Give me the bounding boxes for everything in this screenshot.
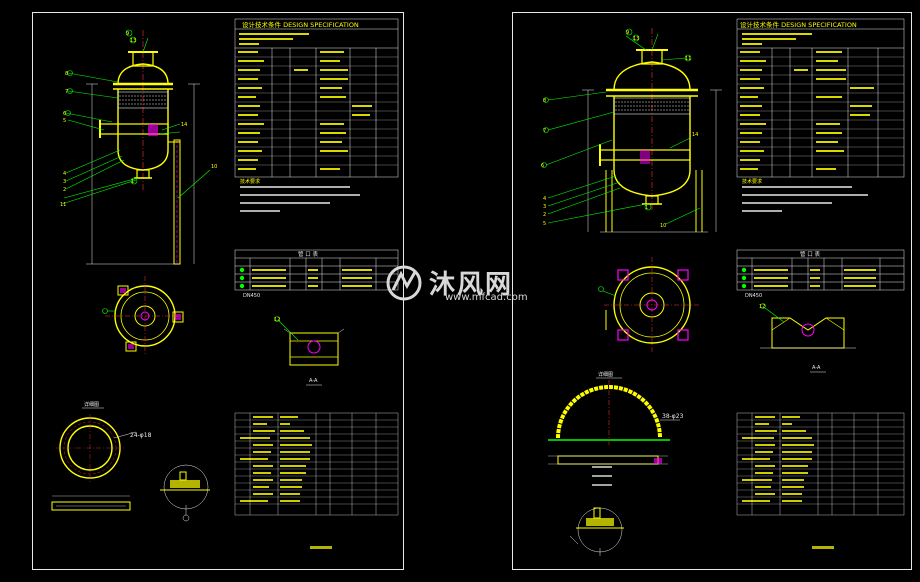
right-plan-view: [598, 257, 700, 353]
left-spec-table: [234, 18, 399, 178]
mfcad-logo-icon: [386, 265, 422, 301]
right-spec-cell-text: [740, 33, 874, 170]
left-callout-14: 14: [181, 122, 187, 128]
drawing-text-labels: 设计技术条件 DESIGN SPECIFICATION 设计技术条件 DESIG…: [60, 20, 857, 439]
left-parts-list: [234, 412, 399, 516]
left-spec-title: 设计技术条件 DESIGN SPECIFICATION: [242, 20, 359, 29]
left-callout-12: 12: [274, 317, 280, 323]
right-bolt-label: 38-φ23: [662, 413, 684, 420]
right-section-aa: [760, 303, 856, 373]
right-notes-text: [742, 186, 868, 212]
right-dome-detail: [548, 377, 680, 486]
right-vessel-elevation: [541, 28, 722, 233]
left-callout-1: 1: [131, 179, 134, 185]
right-callout-13: 13: [633, 36, 639, 42]
left-vessel-elevation: [61, 29, 211, 265]
right-callout-5: 5: [543, 221, 546, 227]
left-callout-3: 3: [63, 179, 66, 185]
left-spec-cell-text: [238, 33, 372, 170]
left-callout-11: 11: [60, 202, 66, 208]
left-spec-rows: [235, 56, 398, 166]
right-section-label: A-A: [812, 365, 821, 371]
right-dn-label: DN450: [745, 293, 762, 299]
left-callout-10: 10: [211, 164, 217, 170]
left-callout-9: 9: [126, 31, 129, 37]
right-callout-10: 10: [660, 223, 666, 229]
right-parts-rows: [737, 419, 904, 505]
left-title-block-text: [310, 546, 332, 549]
left-section-aa: [274, 316, 345, 386]
left-dn-label: DN450: [243, 293, 260, 299]
right-callout-7: 7: [543, 128, 546, 134]
right-callout-11: 11: [685, 56, 691, 62]
drawing-sheet-right: [512, 12, 912, 570]
left-parts-text: [240, 416, 312, 502]
right-nozzle-table: [736, 249, 905, 291]
left-bolt-label: 24-φ18: [130, 432, 152, 439]
left-nozzle-table-text: [252, 269, 372, 287]
left-nozzle-markers: [239, 267, 245, 289]
left-plan-view: [102, 276, 185, 356]
left-callout-4: 4: [63, 171, 66, 177]
left-callout-6: 6: [63, 111, 66, 117]
right-callout-9: 9: [626, 30, 629, 36]
right-spec-table: [736, 18, 905, 178]
right-callout-6: 6: [541, 163, 544, 169]
right-callout-2: 2: [543, 212, 546, 218]
right-callout-4: 4: [543, 196, 546, 202]
watermark-url: www.mfcad.com: [445, 292, 528, 303]
right-callout-14: 14: [692, 132, 698, 138]
right-weld-detail: [569, 507, 624, 556]
left-notes-heading: 技术要求: [240, 178, 260, 185]
right-spec-title: 设计技术条件 DESIGN SPECIFICATION: [740, 20, 857, 29]
right-nozzle-table-text: [754, 269, 876, 287]
right-nozzle-markers: [741, 267, 747, 289]
right-detail-label: 详细图: [598, 371, 613, 378]
left-callout-5: 5: [63, 118, 66, 124]
left-notes-text: [240, 186, 360, 212]
left-weld-detail: [160, 464, 210, 522]
left-detail-label: 详细图: [84, 401, 99, 408]
right-callout-3: 3: [543, 204, 546, 210]
left-nozzle-table: [234, 249, 399, 291]
left-callout-13: 13: [130, 38, 136, 44]
right-parts-text: [742, 416, 814, 502]
right-callout-1: 1: [645, 205, 648, 211]
right-callout-12: 12: [759, 304, 765, 310]
left-flange-ring: [51, 407, 137, 511]
left-callout-2: 2: [63, 187, 66, 193]
right-callout-8: 8: [543, 98, 546, 104]
right-parts-list: [736, 412, 905, 516]
right-nozzle-table-title: 管 口 表: [800, 250, 820, 258]
left-callout-7: 7: [65, 89, 68, 95]
drawing-sheet-left: [32, 12, 404, 570]
left-section-label: A-A: [309, 378, 318, 384]
left-callout-8: 8: [65, 71, 68, 77]
watermark-brand: 沐风网: [429, 270, 514, 300]
right-title-block-text: [812, 546, 834, 549]
watermark: 沐风网 www.mfcad.com: [385, 262, 545, 308]
left-parts-rows: [235, 419, 398, 505]
right-spec-rows: [737, 56, 904, 166]
right-notes-heading: 技术要求: [742, 178, 762, 185]
left-nozzle-table-title: 管 口 表: [298, 250, 318, 258]
